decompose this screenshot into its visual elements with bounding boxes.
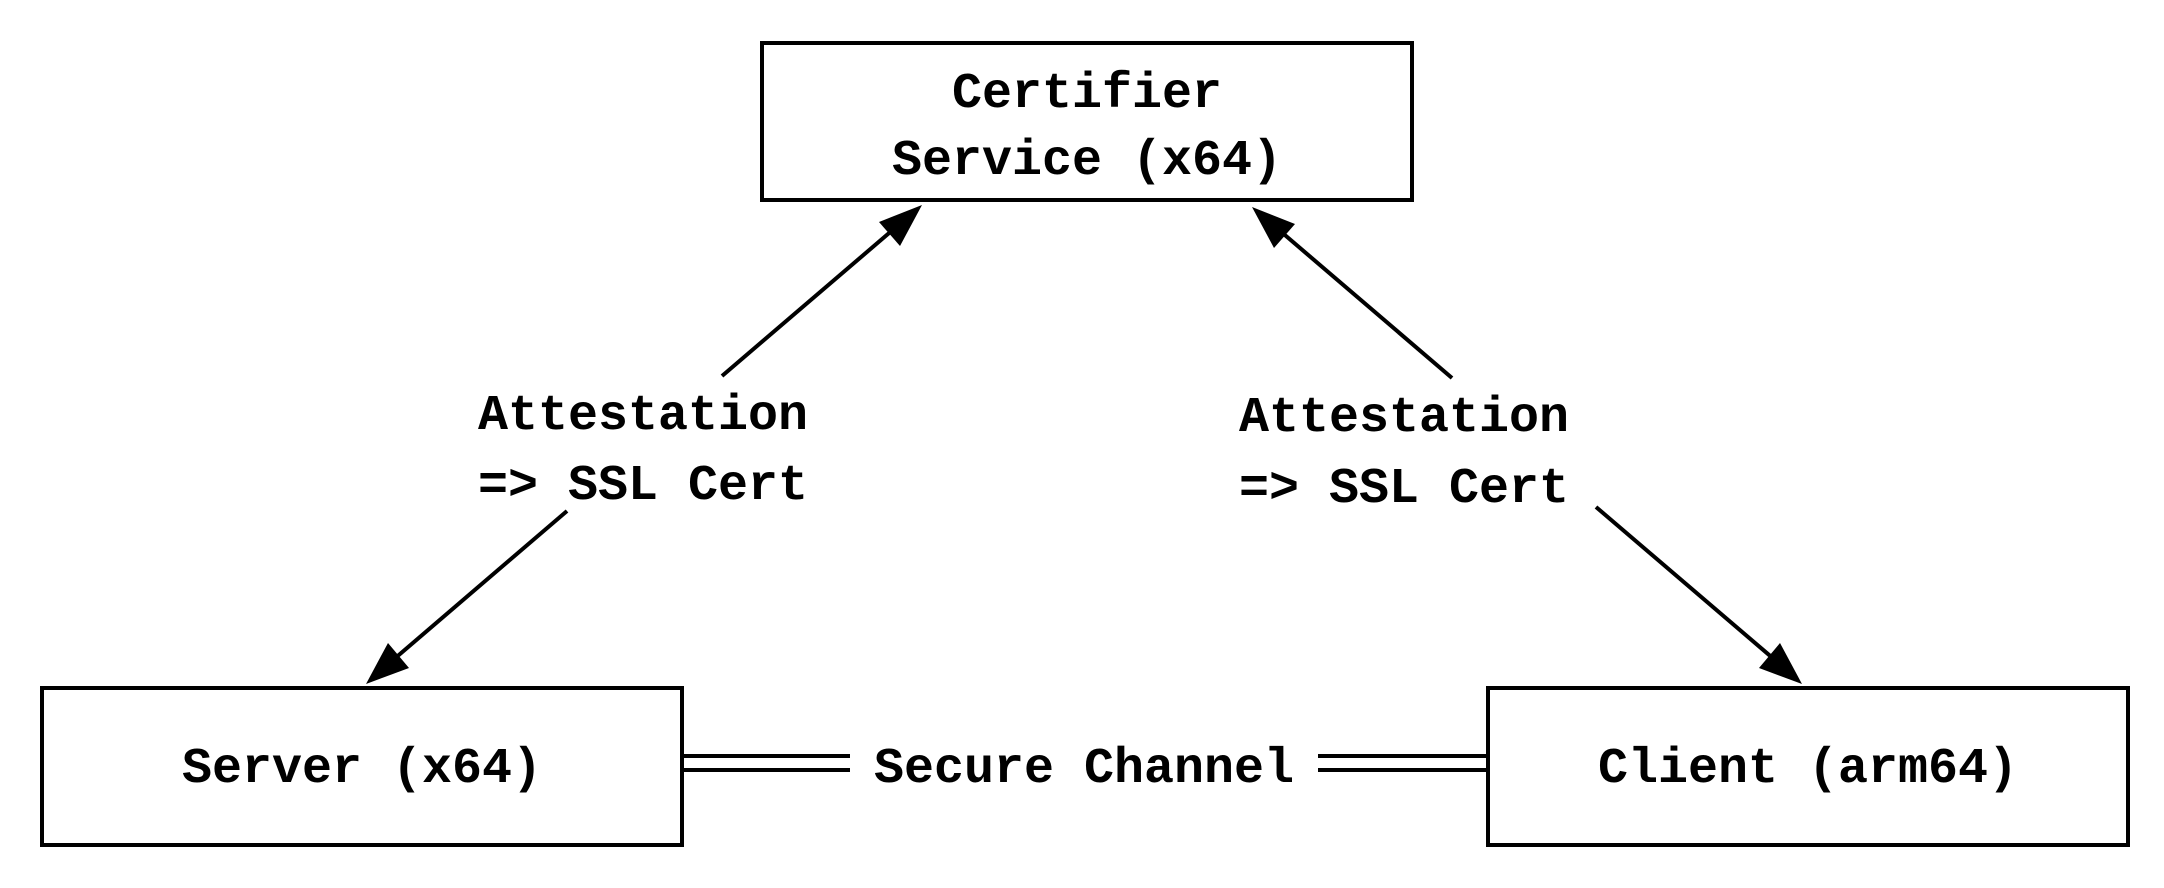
edge-client-certifier-label-line2: => SSL Cert	[1239, 461, 1569, 518]
edge-client-certifier-lower	[1594, 505, 1784, 668]
certifier-box	[760, 41, 1414, 202]
certifier-label-line2: Service (x64)	[892, 133, 1282, 190]
edge-client-certifier-upper	[1270, 222, 1454, 380]
client-node: Client (arm64)	[1486, 686, 2130, 847]
client-box	[1486, 686, 2130, 847]
certifier-label-line1: Certifier	[952, 66, 1222, 123]
secure-channel-label: Secure Channel	[874, 741, 1294, 798]
certifier-node: Certifier Service (x64)	[760, 41, 1414, 202]
edge-server-certifier-label-line1: Attestation	[478, 388, 808, 445]
server-label: Server (x64)	[182, 741, 542, 798]
edge-server-certifier: Attestation => SSL Cert	[366, 205, 922, 684]
server-box	[40, 686, 684, 847]
arrowhead-up-left-edge	[879, 205, 922, 246]
client-label: Client (arm64)	[1598, 741, 2018, 798]
edge-server-certifier-label-line2: => SSL Cert	[478, 458, 808, 515]
server-node: Server (x64)	[40, 686, 684, 847]
edge-client-certifier: Attestation => SSL Cert	[1239, 207, 1802, 684]
arrowhead-down-right-edge	[1759, 643, 1802, 684]
arrowhead-down-left-edge	[366, 643, 409, 684]
edge-server-certifier-upper	[720, 220, 904, 378]
edge-secure-channel: Secure Channel	[684, 741, 1486, 798]
arrowhead-up-right-edge	[1252, 207, 1295, 248]
edge-client-certifier-label-line1: Attestation	[1239, 390, 1569, 447]
edge-server-certifier-lower	[384, 509, 569, 668]
